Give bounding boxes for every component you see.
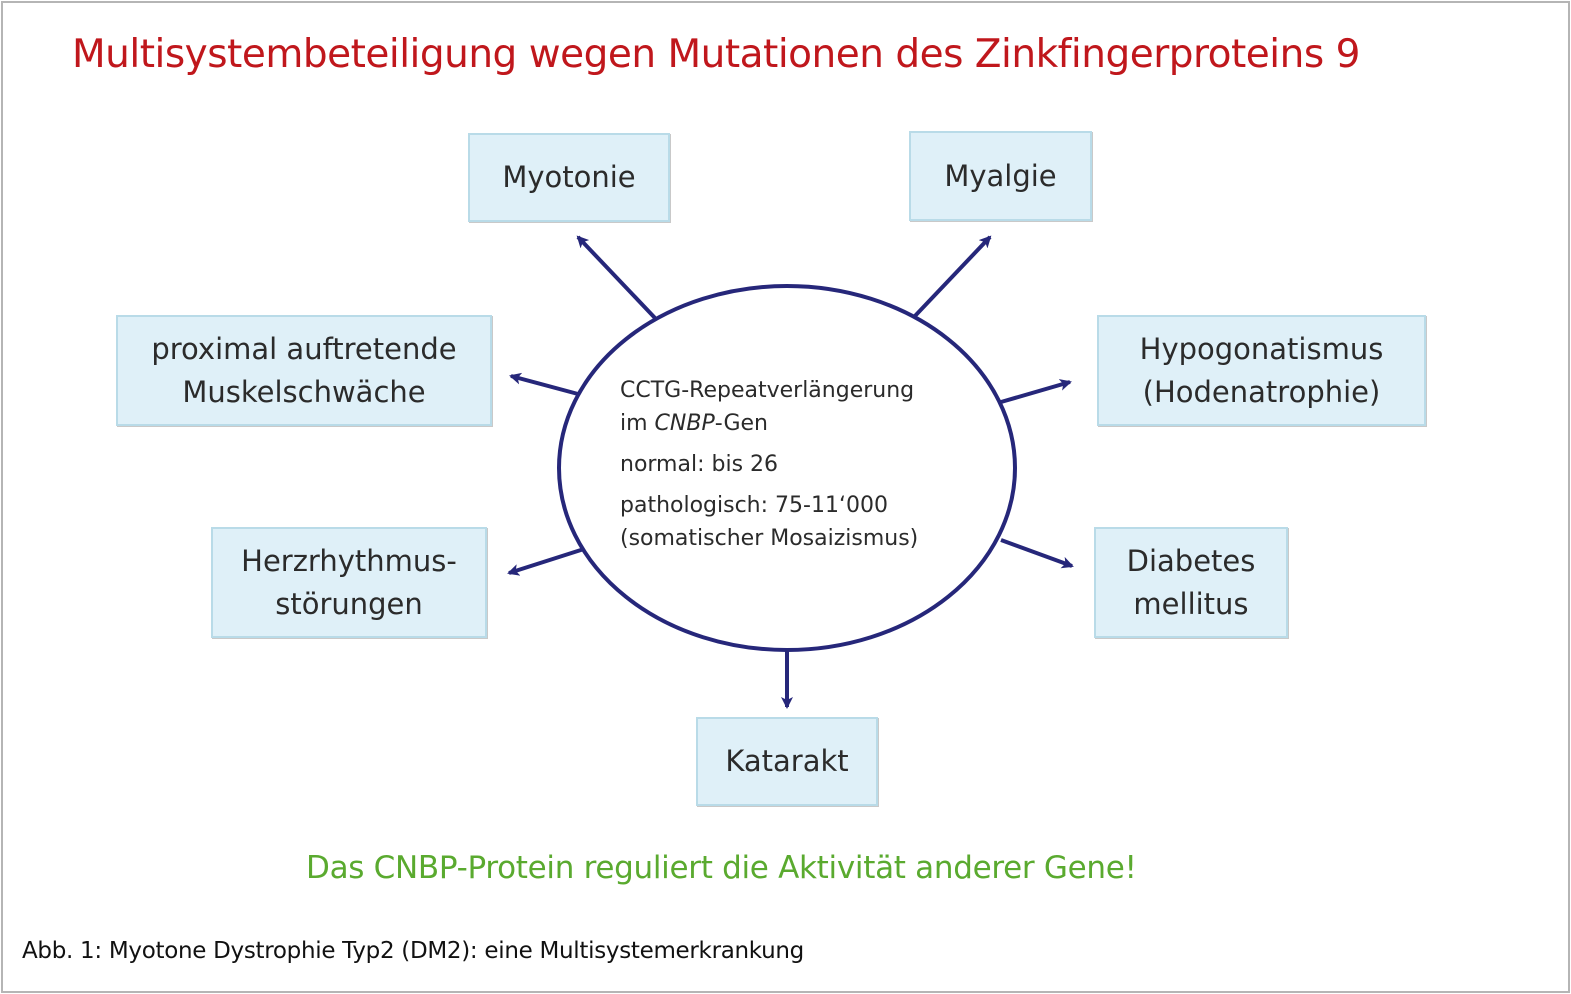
center-line-pathological: pathologisch: 75-11‘000 <box>620 493 888 518</box>
box-myalgie: Myalgie <box>909 131 1092 221</box>
gene-name: CNBP <box>654 411 715 436</box>
center-line-gene: im CNBP-Gen <box>620 411 769 436</box>
box-hypogonatismus: Hypogonatismus (Hodenatrophie) <box>1097 315 1426 426</box>
box-katarakt: Katarakt <box>696 717 878 806</box>
box-diabetes: Diabetes mellitus <box>1094 527 1288 638</box>
figure-caption: Abb. 1: Myotone Dystrophie Typ2 (DM2): e… <box>22 938 804 964</box>
arrow-to-herz <box>507 547 585 576</box>
arrow-to-myotonie <box>576 235 657 320</box>
figure-title: Multisystembeteiligung wegen Mutationen … <box>72 32 1360 77</box>
center-ellipse-text: CCTG-Repeatverlängerung im CNBP-Gen norm… <box>620 374 980 555</box>
center-line-repeat: CCTG-Repeatverlängerung <box>620 378 915 403</box>
arrow-to-muskel <box>509 372 579 396</box>
box-muskelschwaeche: proximal auftretende Muskelschwäche <box>116 315 492 426</box>
box-herzrhythmusstoerungen: Herzrhythmus- störungen <box>211 527 487 638</box>
arrow-to-diabetes <box>1000 538 1074 569</box>
center-line-mosaic: (somatischer Mosaizismus) <box>620 526 919 551</box>
center-line-normal: normal: bis 26 <box>620 452 779 477</box>
protein-note: Das CNBP-Protein reguliert die Aktivität… <box>306 850 1137 886</box>
box-myotonie: Myotonie <box>468 133 670 222</box>
arrow-to-myalgie <box>912 235 992 319</box>
arrow-to-hypo <box>1000 379 1072 404</box>
